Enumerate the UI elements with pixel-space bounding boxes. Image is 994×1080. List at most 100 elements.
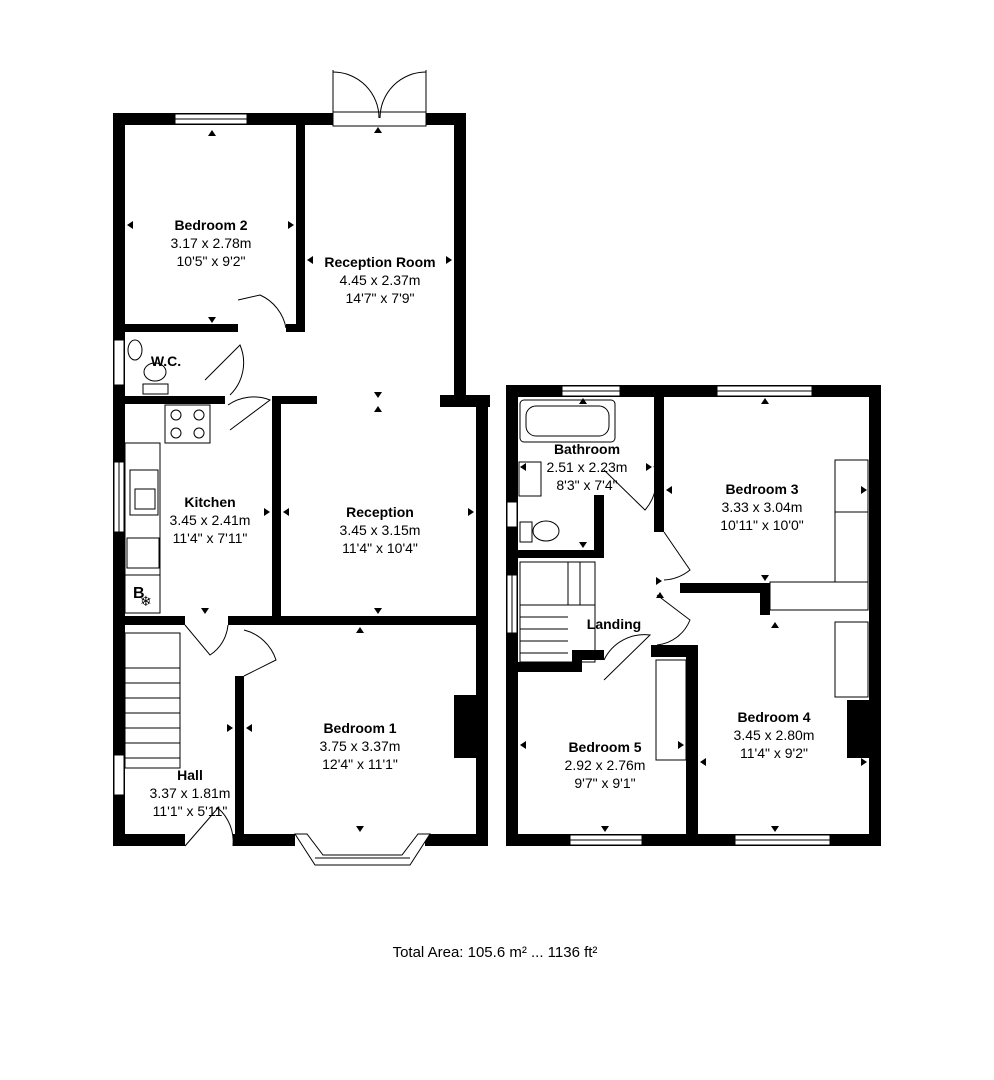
wardrobe [834,511,869,583]
room-dimensions-imperial: 8'3" x 7'4" [556,477,617,493]
room-name: Bedroom 1 [323,720,396,736]
boiler-cupboard [124,574,161,614]
wall [235,676,244,836]
door-swing [663,531,691,581]
room-bedroom4: Bedroom 4 3.45 x 2.80m 11'4" x 9'2" [734,709,815,761]
toilet [143,362,167,382]
room-dimensions-metric: 3.75 x 3.37m [320,738,401,754]
sink [129,469,159,516]
room-dimensions-imperial: 11'4" x 7'11" [173,530,248,546]
room-name: Landing [587,616,641,632]
wall [125,616,185,625]
wall [582,650,604,660]
room-dimensions-imperial: 12'4" x 11'1" [322,756,398,772]
room-reception: Reception 3.45 x 3.15m 11'4" x 10'4" [340,504,421,556]
french-doors [332,111,427,127]
door-swing [204,344,245,396]
wall [272,396,281,618]
wall [425,834,488,846]
room-bathroom: Bathroom 2.51 x 2.23m 8'3" x 7'4" [547,441,628,493]
staircase [124,632,181,769]
room-dimensions-metric: 3.45 x 3.15m [340,522,421,538]
wall [296,125,305,330]
room-dimensions-metric: 3.17 x 2.78m [171,235,252,251]
chimney-breast [847,700,869,758]
wall [233,834,295,846]
hob [164,404,211,444]
wall [680,583,770,593]
wall [869,385,881,846]
door-swing [656,594,691,646]
door-swing [184,807,234,847]
wardrobe [769,581,869,611]
door-swing [184,624,229,656]
toilet [532,520,560,542]
wardrobe [834,621,869,698]
room-name: Reception [346,504,414,520]
wall [125,396,225,404]
room-bedroom2: Bedroom 2 3.17 x 2.78m 10'5" x 9'2" [171,217,252,269]
room-dimensions-metric: 3.45 x 2.41m [170,512,251,528]
room-dimensions-imperial: 14'7" x 7'9" [346,290,415,306]
wall [572,650,582,672]
door-swing [603,634,652,681]
door-swing [603,465,657,511]
door-swing [243,629,277,677]
room-reception-room: Reception Room 4.45 x 2.37m 14'7" x 7'9" [324,254,435,306]
wardrobe [834,459,869,513]
first-floor: Bathroom 2.51 x 2.23m 8'3" x 7'4" Bedroo… [506,385,881,846]
room-name: W.C. [151,353,181,369]
window [113,339,125,386]
room-dimensions-imperial: 9'7" x 9'1" [574,775,635,791]
room-dimensions-metric: 3.45 x 2.80m [734,727,815,743]
wall [518,550,604,558]
wall [760,583,770,615]
dimension-markers [520,398,867,832]
room-name: Bedroom 2 [174,217,247,233]
wardrobe [655,659,687,761]
window [113,754,125,796]
room-kitchen: Kitchen 3.45 x 2.41m 11'4" x 7'11" [170,494,251,546]
room-dimensions-metric: 2.51 x 2.23m [547,459,628,475]
door-swing [227,396,272,431]
dimension-markers [127,127,474,832]
room-landing: Landing [587,616,641,632]
chimney-breast [454,695,476,758]
wash-basin [127,339,143,361]
room-dimensions-imperial: 10'11" x 10'0" [720,517,804,533]
room-dimensions-metric: 3.37 x 1.81m [150,785,231,801]
ground-floor: B ❄ [113,70,490,866]
window [506,501,518,528]
door-swing [237,294,287,329]
room-wc: W.C. [151,353,181,369]
room-dimensions-imperial: 11'4" x 9'2" [740,745,808,761]
room-dimensions-imperial: 11'4" x 10'4" [342,540,418,556]
room-dimensions-metric: 4.45 x 2.37m [340,272,421,288]
room-name: Hall [177,767,203,783]
room-bedroom1: Bedroom 1 3.75 x 3.37m 12'4" x 11'1" [320,720,401,772]
wall [476,395,488,846]
wall [594,495,604,557]
washing-machine [126,537,160,569]
wall [286,324,305,332]
wall [272,396,317,404]
room-dimensions-metric: 3.33 x 3.04m [722,499,803,515]
room-dimensions-imperial: 10'5" x 9'2" [177,253,246,269]
wall [228,616,478,625]
wall [125,324,238,332]
room-dimensions-metric: 2.92 x 2.76m [565,757,646,773]
room-name: Bedroom 3 [725,481,798,497]
room-name: Bedroom 4 [737,709,810,725]
room-hall: Hall 3.37 x 1.81m 11'1" x 5'11" [150,767,231,819]
room-name: Bathroom [554,441,620,457]
wall [686,645,698,835]
wall [654,397,664,532]
wall [518,662,580,672]
room-dimensions-imperial: 11'1" x 5'11" [153,803,228,819]
room-name: Bedroom 5 [568,739,641,755]
wash-basin [518,461,542,497]
staircase [519,561,596,663]
snowflake-icon: ❄ [140,593,152,609]
room-bedroom5: Bedroom 5 2.92 x 2.76m 9'7" x 9'1" [565,739,646,791]
